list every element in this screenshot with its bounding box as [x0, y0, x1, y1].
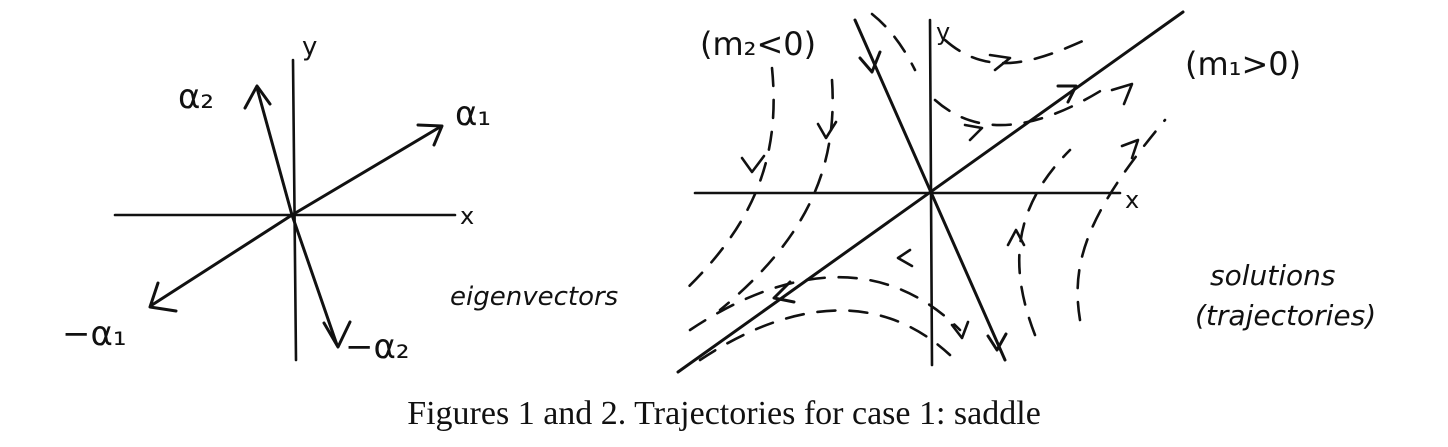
m2-arrow-upper [858, 50, 882, 74]
trajectory-line-m2 [853, 18, 1007, 362]
vector-alpha2-label: α₂ [178, 77, 214, 117]
trajectory-curve-right-2 [1017, 148, 1072, 337]
curve-arrow-1 [988, 53, 1012, 72]
vector-neg-alpha2-arrow [290, 213, 339, 347]
figure-caption: Figures 1 and 2. Trajectories for case 1… [407, 395, 1041, 432]
fig1-x-axis-label: x [460, 202, 474, 230]
line-label-m2: (m₂<0) [700, 25, 816, 63]
fig1-y-axis [291, 58, 298, 362]
vector-alpha2-arrowhead [243, 84, 272, 110]
trajectory-curve-upper-right-2 [943, 38, 1087, 65]
vector-neg-alpha1-label: −α₁ [62, 314, 127, 354]
curve-arrow-7 [740, 154, 766, 174]
trajectory-curve-left-2 [718, 78, 834, 312]
vector-alpha1-arrow [290, 125, 442, 217]
fig2-y-axis-label: y [936, 18, 950, 46]
fig2-side-label-line2: (trajectories) [1195, 299, 1376, 332]
vector-neg-alpha1-arrow [150, 213, 294, 307]
fig1-side-label: eigenvectors [450, 282, 618, 312]
vector-neg-alpha2-arrowhead [322, 320, 352, 349]
vector-alpha2-arrow [255, 86, 294, 217]
trajectory-curve-upper-right-1 [933, 83, 1112, 127]
curve-arrow-8 [816, 120, 838, 140]
vector-alpha1-label: α₁ [455, 94, 491, 134]
vector-alpha1-arrowhead [416, 123, 444, 147]
line-label-m1: (m₁>0) [1185, 45, 1301, 83]
figure-2-trajectories: y x (m₂<0) (m₁>0) solutions (trajectorie… [676, 10, 1376, 374]
trajectory-curve-lower-left-2 [698, 309, 952, 362]
vector-neg-alpha2-label: −α₂ [345, 327, 410, 367]
trajectory-curve-right-1 [1076, 118, 1167, 322]
curve-arrow-3 [1110, 82, 1134, 106]
fig2-side-label-line1: solutions [1210, 259, 1335, 292]
m1-arrow-lower [772, 280, 796, 304]
trajectory-curve-top-1 [870, 12, 917, 72]
m2-arrow-lower [986, 332, 1008, 352]
m1-arrow-upper [1056, 84, 1078, 104]
curve-arrow-6 [896, 248, 914, 268]
fig2-x-axis-label: x [1125, 186, 1139, 214]
vector-neg-alpha1-arrowhead [148, 281, 178, 313]
curve-arrow-9 [950, 320, 970, 340]
trajectory-curve-lower-left-1 [688, 276, 962, 332]
curve-arrow-4 [1120, 138, 1140, 160]
curve-arrow-5 [1006, 228, 1026, 247]
fig1-y-axis-label: y [302, 32, 317, 62]
curve-arrow-2 [963, 123, 984, 142]
figure-1-eigenvectors: y x α₁ α₂ −α₁ −α₂ eigenvectors [62, 32, 618, 367]
trajectory-curve-left-1 [678, 66, 775, 297]
